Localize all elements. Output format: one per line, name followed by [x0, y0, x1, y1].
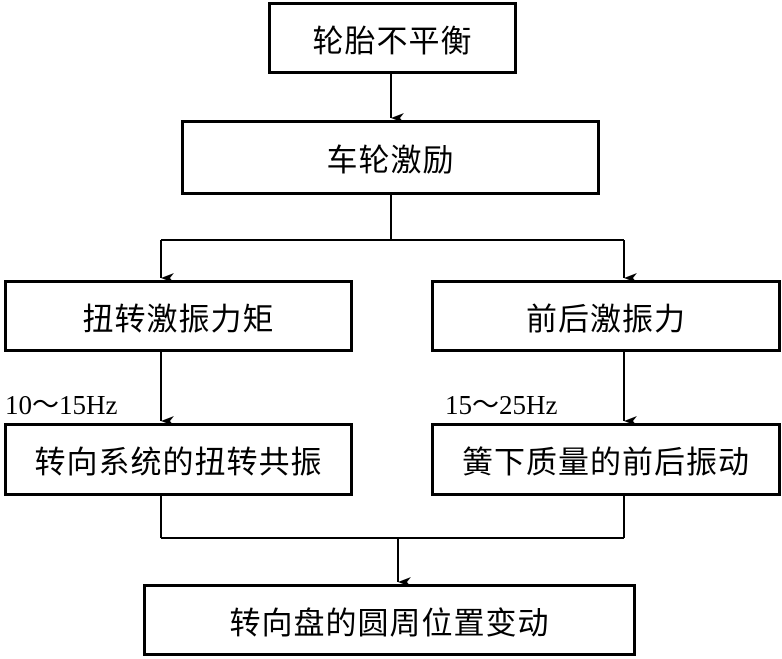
node-wheel-position-variation: 转向盘的圆周位置变动	[143, 584, 636, 656]
node-tire-imbalance-label: 轮胎不平衡	[312, 23, 473, 60]
node-fore-aft-force-label: 前后激振力	[526, 301, 686, 338]
node-torsional-torque: 扭转激振力矩	[4, 280, 353, 352]
node-fore-aft-force: 前后激振力	[431, 280, 781, 352]
label-right-frequency: 15～25Hz	[445, 390, 558, 420]
label-left-frequency: 10～15Hz	[5, 390, 118, 420]
node-unsprung-vibration-label: 簧下质量的前后振动	[462, 445, 750, 481]
node-steering-resonance-label: 转向系统的扭转共振	[34, 445, 323, 481]
node-steering-resonance: 转向系统的扭转共振	[4, 423, 353, 496]
node-wheel-excitation: 车轮激励	[181, 120, 600, 195]
node-unsprung-vibration: 簧下质量的前后振动	[431, 423, 781, 496]
node-wheel-position-variation-label: 转向盘的圆周位置变动	[229, 605, 550, 642]
node-torsional-torque-label: 扭转激振力矩	[82, 301, 275, 338]
node-wheel-excitation-label: 车轮激励	[326, 143, 455, 179]
node-tire-imbalance: 轮胎不平衡	[268, 2, 517, 74]
